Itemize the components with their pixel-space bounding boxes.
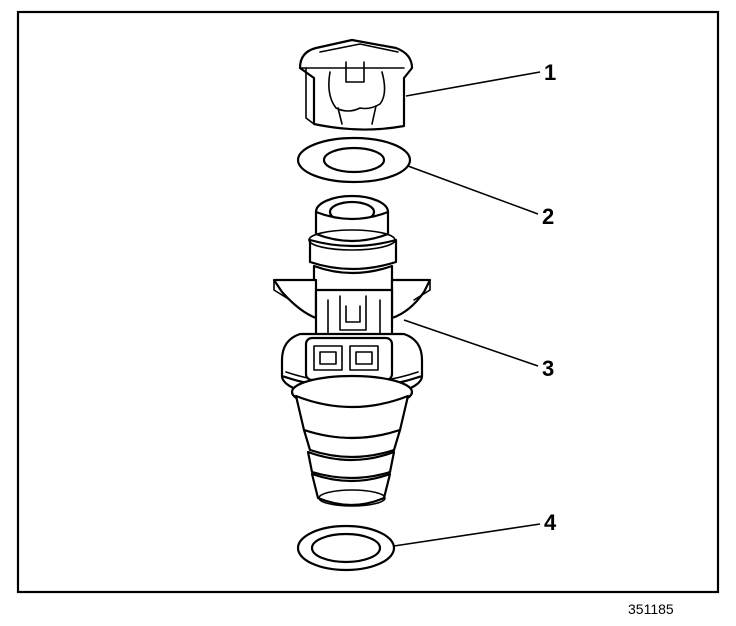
fuel-injector [272,194,432,507]
diagram-frame [16,10,720,594]
callout-3-leader [403,319,539,367]
upper-o-ring [296,136,412,184]
retainer-clip [298,38,414,131]
callout-2-leader [407,165,539,215]
callout-4-number: 4 [544,510,557,535]
figure-id: 351185 [628,601,674,617]
callout-1-leader [405,71,541,97]
callout-4-leader [393,523,541,547]
callout-3-number: 3 [542,356,554,381]
callout-2-number: 2 [542,204,554,229]
callout-1-number: 1 [544,60,556,85]
lower-o-ring [296,524,396,572]
